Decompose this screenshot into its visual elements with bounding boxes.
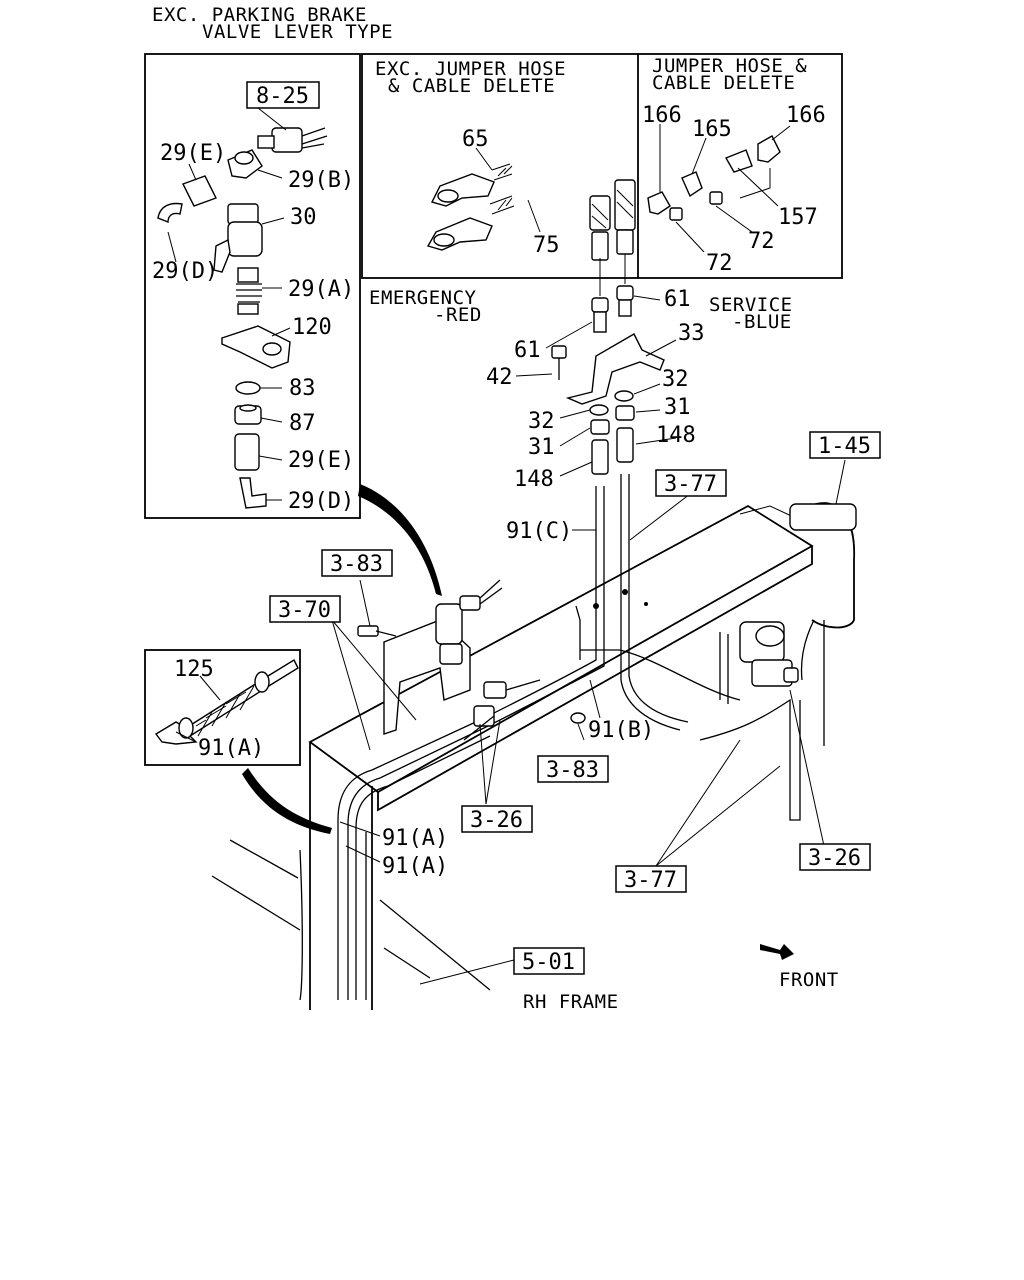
snap-ring: [235, 381, 261, 395]
title-jumper-hose: JUMPER HOSE &: [652, 55, 807, 77]
ref-1-45: 1-45: [818, 434, 871, 459]
ref-box-3-83-bottom: [537, 755, 609, 783]
title-cable-delete-b: CABLE DELETE: [652, 72, 795, 94]
switch-body: [271, 127, 303, 153]
elbow-lower: [239, 477, 267, 509]
part-166-left: 166: [642, 103, 682, 128]
valve-top: [227, 203, 259, 225]
ref-5-01: 5-01: [522, 950, 575, 975]
pointer-arrow-upper: [358, 484, 442, 596]
pointer-arrow-lower: [242, 768, 332, 834]
ref-3-83-bottom: 3-83: [546, 758, 599, 783]
ref-3-26-left: 3-26: [470, 808, 523, 833]
inset-parking-valve-frame: [144, 53, 361, 519]
ref-box-3-26-left: [461, 805, 533, 833]
part-72-right: 72: [748, 229, 775, 254]
valve-lever: [213, 238, 231, 273]
front-arrow-icon: [760, 944, 794, 960]
ref-3-83-top: 3-83: [330, 552, 383, 577]
part-91a-upper: 91(A): [382, 826, 448, 851]
title-valve-lever-type: VALVE LEVER TYPE: [202, 21, 393, 43]
part-29a: 29(A): [288, 277, 354, 302]
ref-box-3-26-right: [799, 843, 871, 871]
part-148-left: 148: [514, 467, 554, 492]
part-91a-inset: 91(A): [198, 736, 264, 761]
bulkhead-bracket: [565, 333, 665, 405]
ref-box-3-77-bottom: [615, 865, 687, 893]
part-61-left: 61: [514, 338, 541, 363]
left-inset-parts: [157, 107, 328, 509]
part-42: 42: [486, 365, 513, 390]
part-83: 83: [289, 376, 316, 401]
part-31-left: 31: [528, 435, 555, 460]
ref-box-8-25: [246, 81, 320, 109]
jumper-delete-parts: [647, 124, 791, 253]
ref-3-77-top: 3-77: [664, 472, 717, 497]
title-exc-parking-brake: EXC. PARKING BRAKE: [152, 4, 367, 26]
label-front: FRONT: [779, 969, 839, 991]
jumper-hoses: [426, 127, 636, 261]
part-157: 157: [778, 205, 818, 230]
ref-3-77-bottom: 3-77: [624, 868, 677, 893]
label-emergency-red: -RED: [434, 304, 482, 326]
part-30: 30: [290, 205, 317, 230]
part-120: 120: [292, 315, 332, 340]
part-29e-upper: 29(E): [160, 141, 226, 166]
ref-box-3-70: [269, 595, 341, 623]
part-72-left: 72: [706, 251, 733, 276]
part-91a-lower: 91(A): [382, 854, 448, 879]
part-31-right: 31: [664, 395, 691, 420]
part-29b: 29(B): [288, 168, 354, 193]
ref-box-3-83-top: [321, 549, 393, 577]
ref-3-70: 3-70: [278, 598, 331, 623]
label-service-blue: -BLUE: [732, 311, 792, 333]
part-87: 87: [289, 411, 316, 436]
title-exc-jumper-hose: EXC. JUMPER HOSE: [375, 58, 566, 80]
part-29e-lower: 29(E): [288, 448, 354, 473]
center-fitting-stack: [515, 285, 677, 606]
title-cable-delete-a: & CABLE DELETE: [388, 75, 555, 97]
part-91c: 91(C): [506, 519, 572, 544]
part-61-right: 61: [664, 287, 691, 312]
label-rh-frame: RH FRAME: [523, 991, 619, 1013]
ref-box-3-77-top: [655, 469, 727, 497]
coupler: [182, 175, 217, 207]
part-75: 75: [533, 233, 560, 258]
valve-body: [227, 221, 263, 257]
part-91b: 91(B): [588, 718, 654, 743]
elbow-fitting: [157, 202, 183, 224]
part-65: 65: [462, 127, 489, 152]
frame-assembly: [211, 459, 857, 1010]
label-emergency: EMERGENCY: [369, 287, 477, 309]
part-29d-upper: 29(D): [152, 259, 218, 284]
ref-box-5-01: [513, 947, 585, 975]
part-125: 125: [174, 657, 214, 682]
inset-hose-detail-frame: [144, 649, 301, 766]
switch-wires: [301, 127, 328, 149]
part-32-left: 32: [528, 409, 555, 434]
part-165: 165: [692, 117, 732, 142]
tank-valve: [789, 503, 857, 531]
ref-box-1-45: [809, 431, 881, 459]
coupler-lower: [234, 433, 260, 471]
mount-bracket: [221, 325, 291, 369]
ref-8-25: 8-25: [256, 84, 309, 109]
inset-jumper-frame: [361, 53, 843, 279]
part-33: 33: [678, 321, 705, 346]
parking-valve: [435, 603, 463, 645]
hose-detail: [154, 659, 299, 745]
part-166-right: 166: [786, 103, 826, 128]
part-32-right: 32: [662, 367, 689, 392]
label-service: SERVICE: [709, 294, 793, 316]
switch-nut: [257, 135, 275, 149]
part-148-right: 148: [656, 423, 696, 448]
part-29d-lower: 29(D): [288, 489, 354, 514]
ref-3-26-right: 3-26: [808, 846, 861, 871]
